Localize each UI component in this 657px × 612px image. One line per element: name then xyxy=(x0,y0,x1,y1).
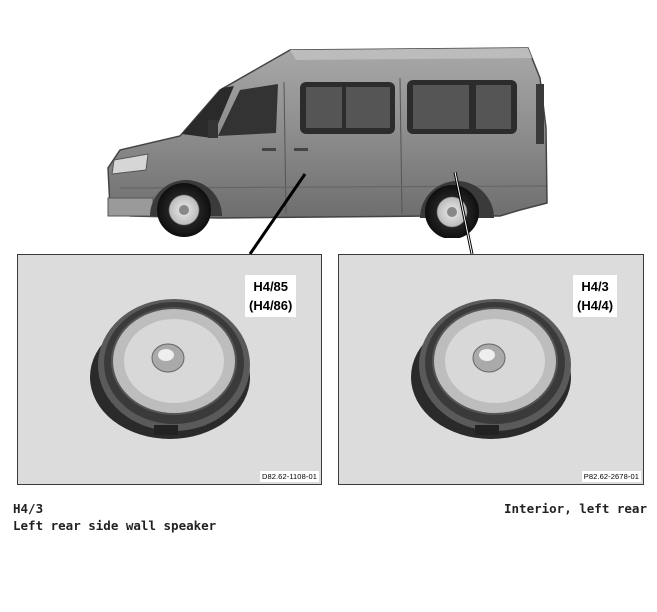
caption-location: Interior, left rear xyxy=(504,501,647,516)
leader-line-left xyxy=(248,173,307,255)
component-label: H4/85 (H4/86) xyxy=(245,275,297,317)
speaker-icon xyxy=(411,299,571,439)
component-label: H4/3 (H4/4) xyxy=(573,275,618,317)
caption-component-code: H4/3 xyxy=(13,501,44,516)
component-code-alt: (H4/86) xyxy=(249,298,293,313)
figure-reference: D82.62-1108-01 xyxy=(259,471,319,482)
caption-component-description: Left rear side wall speaker xyxy=(13,518,217,533)
speaker-icon xyxy=(90,299,250,439)
van-illustration xyxy=(107,47,548,238)
figure-reference: P82.62-2678-01 xyxy=(581,471,641,482)
detail-panel-right: H4/3 (H4/4) P82.62-2678-01 xyxy=(338,254,644,485)
detail-panel-left: H4/85 (H4/86) D82.62-1108-01 xyxy=(17,254,322,485)
component-code-primary: H4/85 xyxy=(253,279,289,294)
component-code-primary: H4/3 xyxy=(581,279,609,294)
component-code-alt: (H4/4) xyxy=(577,298,614,313)
